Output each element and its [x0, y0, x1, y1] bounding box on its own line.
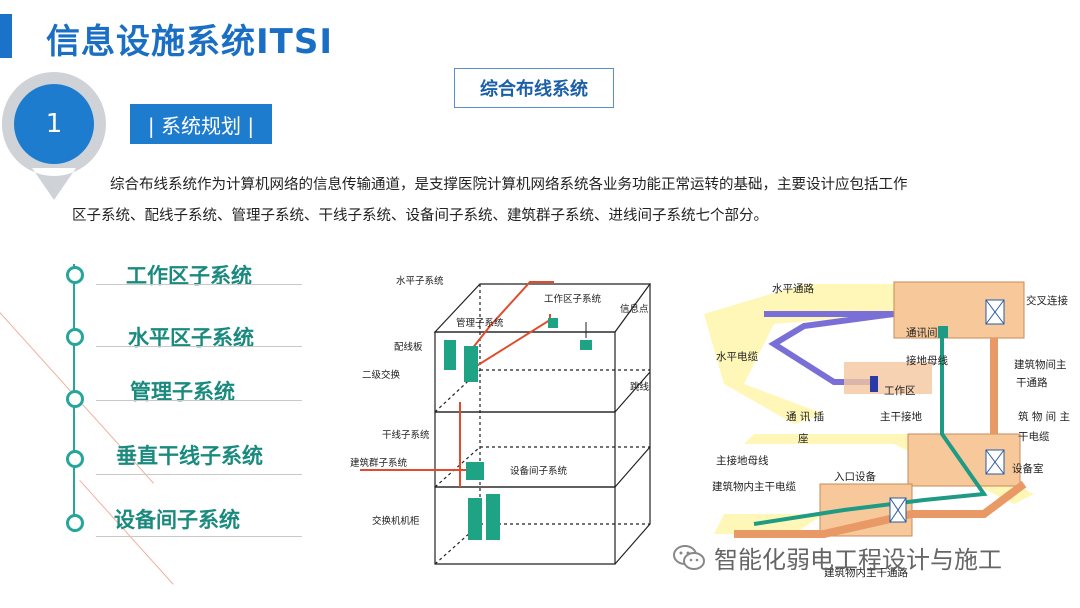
label-info-point: 信息点 — [620, 303, 649, 315]
subsystem-item: 水平区子系统 — [128, 326, 254, 350]
timeline-node — [66, 328, 84, 346]
timeline-node — [66, 514, 84, 532]
label-horizontal-path: 水平通路 — [772, 282, 814, 295]
label-building-trunk-1: 筑 物 间 主 — [1018, 410, 1070, 423]
timeline-node — [66, 266, 84, 284]
intro-line-2: 区子系统、配线子系统、管理子系统、干线子系统、设备间子系统、建筑群子系统、进线间… — [72, 208, 768, 224]
watermark-text: 智能化弱电工程设计与施工 — [714, 546, 1002, 574]
label-jumper: 跳线 — [630, 381, 650, 393]
label-telecom-outlet-1: 通 讯 插 — [786, 410, 824, 423]
divider — [96, 346, 302, 347]
subsystem-item: 管理子系统 — [130, 380, 235, 404]
label-cross-connect: 交叉连接 — [1026, 294, 1068, 307]
timeline-node — [66, 390, 84, 408]
label-secondary-switch: 二级交换 — [362, 369, 401, 381]
label-equipment-room: 设备室 — [1012, 462, 1044, 475]
subsystem-item: 垂直干线子系统 — [116, 444, 263, 468]
intro-paragraph: 综合布线系统作为计算机网络的信息传输通道，是支撑医院计算机网络系统各业务功能正常… — [72, 170, 992, 232]
label-telecom-outlet-2: 座 — [798, 432, 809, 445]
label-ground-bus: 接地母线 — [906, 354, 948, 367]
label-main-ground-bus: 主接地母线 — [716, 454, 769, 467]
label-building-main-path-1: 建筑物间主 — [1014, 358, 1067, 371]
topic-tag: 综合布线系统 — [454, 68, 614, 108]
label-horizontal: 水平子系统 — [396, 275, 444, 287]
label-patch-panel: 配线板 — [394, 341, 423, 353]
label-work-area: 工作区 — [884, 385, 916, 397]
backbone-cabling-diagram: 水平通路 交叉连接 通讯间 接地母线 水平电缆 建筑物间主 干通路 工作区 通 … — [704, 281, 1070, 579]
subsystem-item: 工作区子系统 — [126, 264, 252, 288]
divider — [96, 536, 302, 537]
label-bottom-path: 建筑物内主干通路 — [824, 566, 908, 579]
title-accent-bar — [0, 14, 12, 58]
building-cabling-diagram: 水平子系统 工作区子系统 管理子系统 信息点 配线板 二级交换 跳线 干线子系统… — [350, 275, 652, 565]
label-telecom-room: 通讯间 — [906, 326, 938, 339]
section-number: 1 — [14, 84, 94, 164]
section-number-badge: 1 — [2, 72, 114, 202]
wechat-icon — [673, 544, 705, 570]
label-equipment-room: 设备间子系统 — [510, 465, 568, 477]
watermark: 智能化弱电工程设计与施工 — [672, 540, 1002, 575]
page-title: 信息设施系统ITSI — [46, 22, 333, 62]
timeline-node — [66, 450, 84, 468]
label-main-ground: 主干接地 — [880, 410, 922, 423]
label-management: 管理子系统 — [456, 317, 504, 329]
label-building-main-path-2: 干通路 — [1016, 376, 1048, 389]
section-tag: | 系统规划 | — [130, 104, 272, 144]
label-backbone: 干线子系统 — [382, 429, 430, 441]
subsystem-item: 设备间子系统 — [114, 508, 240, 532]
divider — [96, 284, 302, 285]
divider — [96, 400, 302, 401]
intro-line-1: 综合布线系统作为计算机网络的信息传输通道，是支撑医院计算机网络系统各业务功能正常… — [110, 177, 908, 193]
label-switch-cabinet: 交换机机柜 — [372, 515, 420, 527]
label-in-building-trunk: 建筑物内主干电缆 — [712, 480, 796, 493]
label-work-area: 工作区子系统 — [544, 293, 602, 305]
label-campus: 建筑群子系统 — [350, 457, 408, 469]
label-horizontal-cable: 水平电缆 — [716, 350, 758, 363]
label-building-trunk-2: 干电缆 — [1018, 430, 1050, 443]
divider — [96, 474, 302, 475]
label-entrance: 入口设备 — [834, 470, 876, 483]
